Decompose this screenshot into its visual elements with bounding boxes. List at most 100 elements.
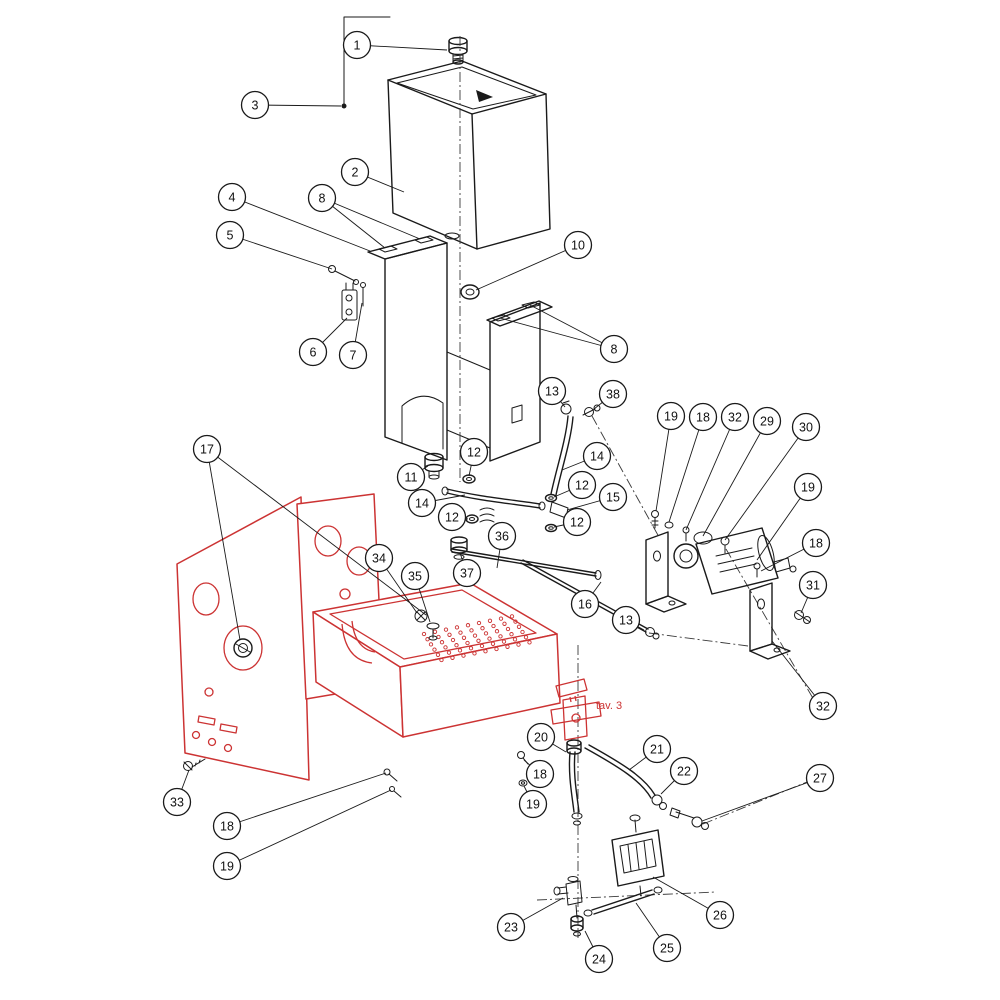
callout-32: 32 — [808, 691, 838, 721]
base-fitting — [414, 609, 428, 623]
washer — [544, 523, 558, 533]
callout-balloon — [752, 406, 782, 436]
perforation-hole — [457, 648, 463, 653]
tank-cap-fitting — [448, 36, 468, 65]
callout-number: 4 — [229, 191, 236, 205]
callout-5: 5 — [215, 220, 245, 250]
perforation-hole — [494, 646, 499, 652]
callout-balloon — [562, 507, 592, 537]
callout-balloon — [338, 340, 368, 370]
perforation-hole — [483, 649, 488, 654]
callout-29: 29 — [752, 406, 782, 436]
screw — [389, 786, 395, 792]
screw — [517, 751, 525, 759]
callout-11: 11 — [396, 462, 426, 492]
callout-leader — [356, 44, 448, 51]
perforation-hole — [476, 620, 482, 626]
callout-number: 18 — [809, 537, 823, 551]
pump-bracket-right — [749, 582, 773, 652]
callout-26: 26 — [705, 900, 735, 930]
callout-leader — [529, 304, 615, 350]
callout-balloon — [298, 337, 328, 367]
callout-balloon — [526, 722, 556, 752]
perforation-grid — [421, 614, 532, 663]
callout-balloon — [599, 334, 629, 364]
perforation-hole — [480, 626, 485, 631]
callout-19: 19 — [518, 789, 548, 819]
callout-32: 32 — [720, 402, 750, 432]
callout-number: 8 — [319, 192, 326, 206]
callout-balloon — [496, 912, 526, 942]
callout-number: 14 — [590, 450, 604, 464]
callout-8: 8 — [307, 183, 337, 213]
drain-tube — [568, 751, 580, 813]
callout-number: 32 — [728, 411, 742, 425]
tav-3-label: tav. 3 — [596, 700, 622, 712]
perforation-hole — [439, 657, 444, 663]
callout-12: 12 — [437, 502, 467, 532]
outlet-tube — [584, 744, 656, 799]
callout-balloon — [563, 230, 593, 260]
callout-number: 24 — [592, 953, 606, 967]
spring — [479, 507, 495, 523]
perforation-hole — [454, 625, 460, 630]
callout-number: 19 — [526, 798, 540, 812]
micro-switch — [341, 282, 358, 321]
pump-head — [673, 543, 699, 569]
perforation-hole — [432, 647, 437, 652]
perforation-hole — [461, 635, 467, 640]
perforation-hole — [435, 652, 441, 657]
perforation-hole — [479, 643, 485, 649]
callout-balloon — [656, 401, 686, 431]
callout-number: 3 — [252, 99, 259, 113]
callout-balloon — [407, 488, 437, 518]
callout-number: 5 — [227, 229, 234, 243]
perforation-hole — [498, 634, 503, 639]
callout-balloon — [396, 462, 426, 492]
callout-12: 12 — [459, 437, 489, 467]
strainer-fitting — [450, 536, 468, 560]
callout-38: 38 — [598, 379, 628, 409]
callout-31: 31 — [798, 570, 828, 600]
callout-balloon — [307, 183, 337, 213]
callout-number: 18 — [220, 820, 234, 834]
callout-balloon — [217, 182, 247, 212]
callout-number: 13 — [619, 614, 633, 628]
perforation-hole — [516, 642, 521, 647]
callout-number: 12 — [445, 511, 459, 525]
valve-handle — [555, 678, 588, 698]
construction-lines — [459, 36, 815, 938]
callout-number: 8 — [611, 343, 618, 357]
perforation-hole — [509, 614, 515, 619]
panel-knob — [233, 638, 253, 658]
callout-27: 27 — [805, 763, 835, 793]
callout-balloon — [584, 944, 614, 974]
perforation-hole — [505, 644, 510, 649]
callout-number: 10 — [571, 239, 585, 253]
callout-22: 22 — [669, 756, 699, 786]
perforation-hole — [502, 621, 507, 626]
callout-25: 25 — [652, 933, 682, 963]
perforation-hole — [487, 618, 493, 623]
callout-number: 23 — [504, 921, 518, 935]
callout-number: 33 — [170, 796, 184, 810]
callout-number: 1 — [354, 39, 361, 53]
callout-balloon — [212, 851, 242, 881]
callout-number: 27 — [813, 772, 827, 786]
lower-fitting — [570, 904, 584, 937]
callout-number: 11 — [405, 471, 418, 485]
callout-19: 19 — [656, 401, 686, 431]
red-valve-assembly: tav. 3 — [550, 678, 622, 755]
callout-leader — [226, 789, 392, 867]
callout-35: 35 — [400, 561, 430, 591]
callout-14: 14 — [407, 488, 437, 518]
tank-support-bracket — [328, 235, 553, 462]
pump-clamp — [693, 531, 713, 545]
callout-number: 25 — [660, 942, 674, 956]
callout-balloon — [518, 789, 548, 819]
callout-number: 17 — [200, 443, 214, 457]
callout-33: 33 — [162, 787, 192, 817]
callout-6: 6 — [298, 337, 328, 367]
pump-assembly — [645, 510, 811, 660]
